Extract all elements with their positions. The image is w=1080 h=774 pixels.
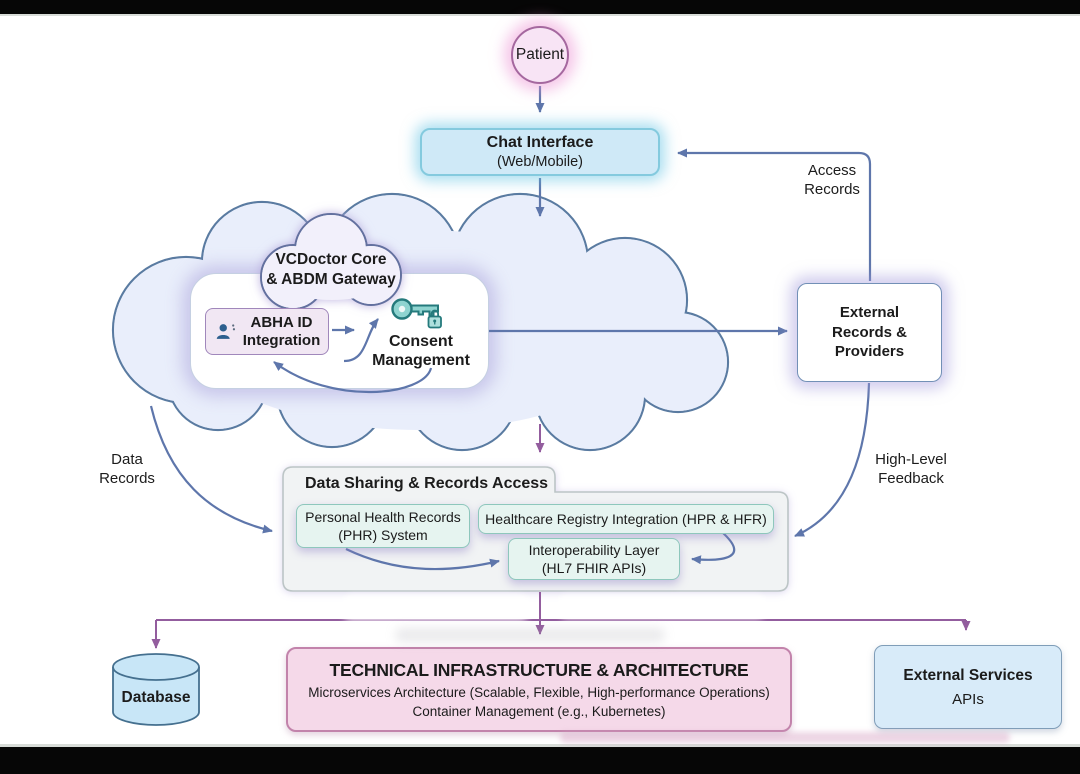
chat-interface-box: Chat Interface (Web/Mobile) bbox=[420, 128, 660, 176]
tech-infrastructure-title: TECHNICAL INFRASTRUCTURE & ARCHITECTURE bbox=[329, 660, 749, 680]
chat-interface-subtitle: (Web/Mobile) bbox=[497, 153, 583, 170]
data-sharing-title: Data Sharing & Records Access bbox=[305, 475, 549, 492]
patient-label: Patient bbox=[515, 46, 565, 63]
patient-node: Patient bbox=[511, 26, 569, 84]
external-services-box: External Services APIs bbox=[874, 645, 1062, 729]
arrow-phr-to-interop bbox=[345, 548, 500, 571]
registry-integration-box: Healthcare Registry Integration (HPR & H… bbox=[478, 504, 774, 534]
smudge-artifact bbox=[340, 595, 532, 621]
data-records-label: Data Records bbox=[99, 451, 155, 488]
arrow-cloud-to-datasharing-left bbox=[149, 405, 273, 534]
external-records-box: External Records & Providers bbox=[797, 283, 942, 382]
smudge-artifact bbox=[395, 628, 665, 642]
bottom-divider-line bbox=[0, 744, 1080, 747]
tech-infrastructure-box: TECHNICAL INFRASTRUCTURE & ARCHITECTURE … bbox=[286, 647, 792, 732]
phr-system-box: Personal Health Records (PHR) System bbox=[296, 504, 470, 548]
smudge-artifact bbox=[556, 595, 768, 619]
database-label: Database bbox=[121, 689, 191, 706]
high-level-feedback-label: High-Level Feedback bbox=[875, 451, 947, 488]
vcdoctor-cloud-label: VCDoctor Core & ABDM Gateway bbox=[266, 251, 396, 289]
chat-interface-title: Chat Interface bbox=[486, 133, 594, 151]
abha-id-label: ABHA ID Integration bbox=[242, 313, 321, 349]
top-letterbox-bar bbox=[0, 0, 1080, 14]
smudge-artifact bbox=[560, 732, 1010, 743]
top-divider-line bbox=[0, 14, 1080, 16]
bottom-letterbox-bar bbox=[0, 747, 1080, 774]
arrow-external-to-datasharing-feedback bbox=[794, 382, 871, 538]
abha-id-box: ABHA ID Integration bbox=[205, 308, 329, 355]
interoperability-layer-box: Interoperability Layer (HL7 FHIR APIs) bbox=[508, 538, 680, 580]
consent-management-label: Consent Management bbox=[372, 333, 470, 369]
person-id-icon bbox=[216, 323, 235, 339]
access-records-label: Access Records bbox=[804, 162, 860, 199]
arrow-registry-to-interop bbox=[691, 532, 736, 565]
